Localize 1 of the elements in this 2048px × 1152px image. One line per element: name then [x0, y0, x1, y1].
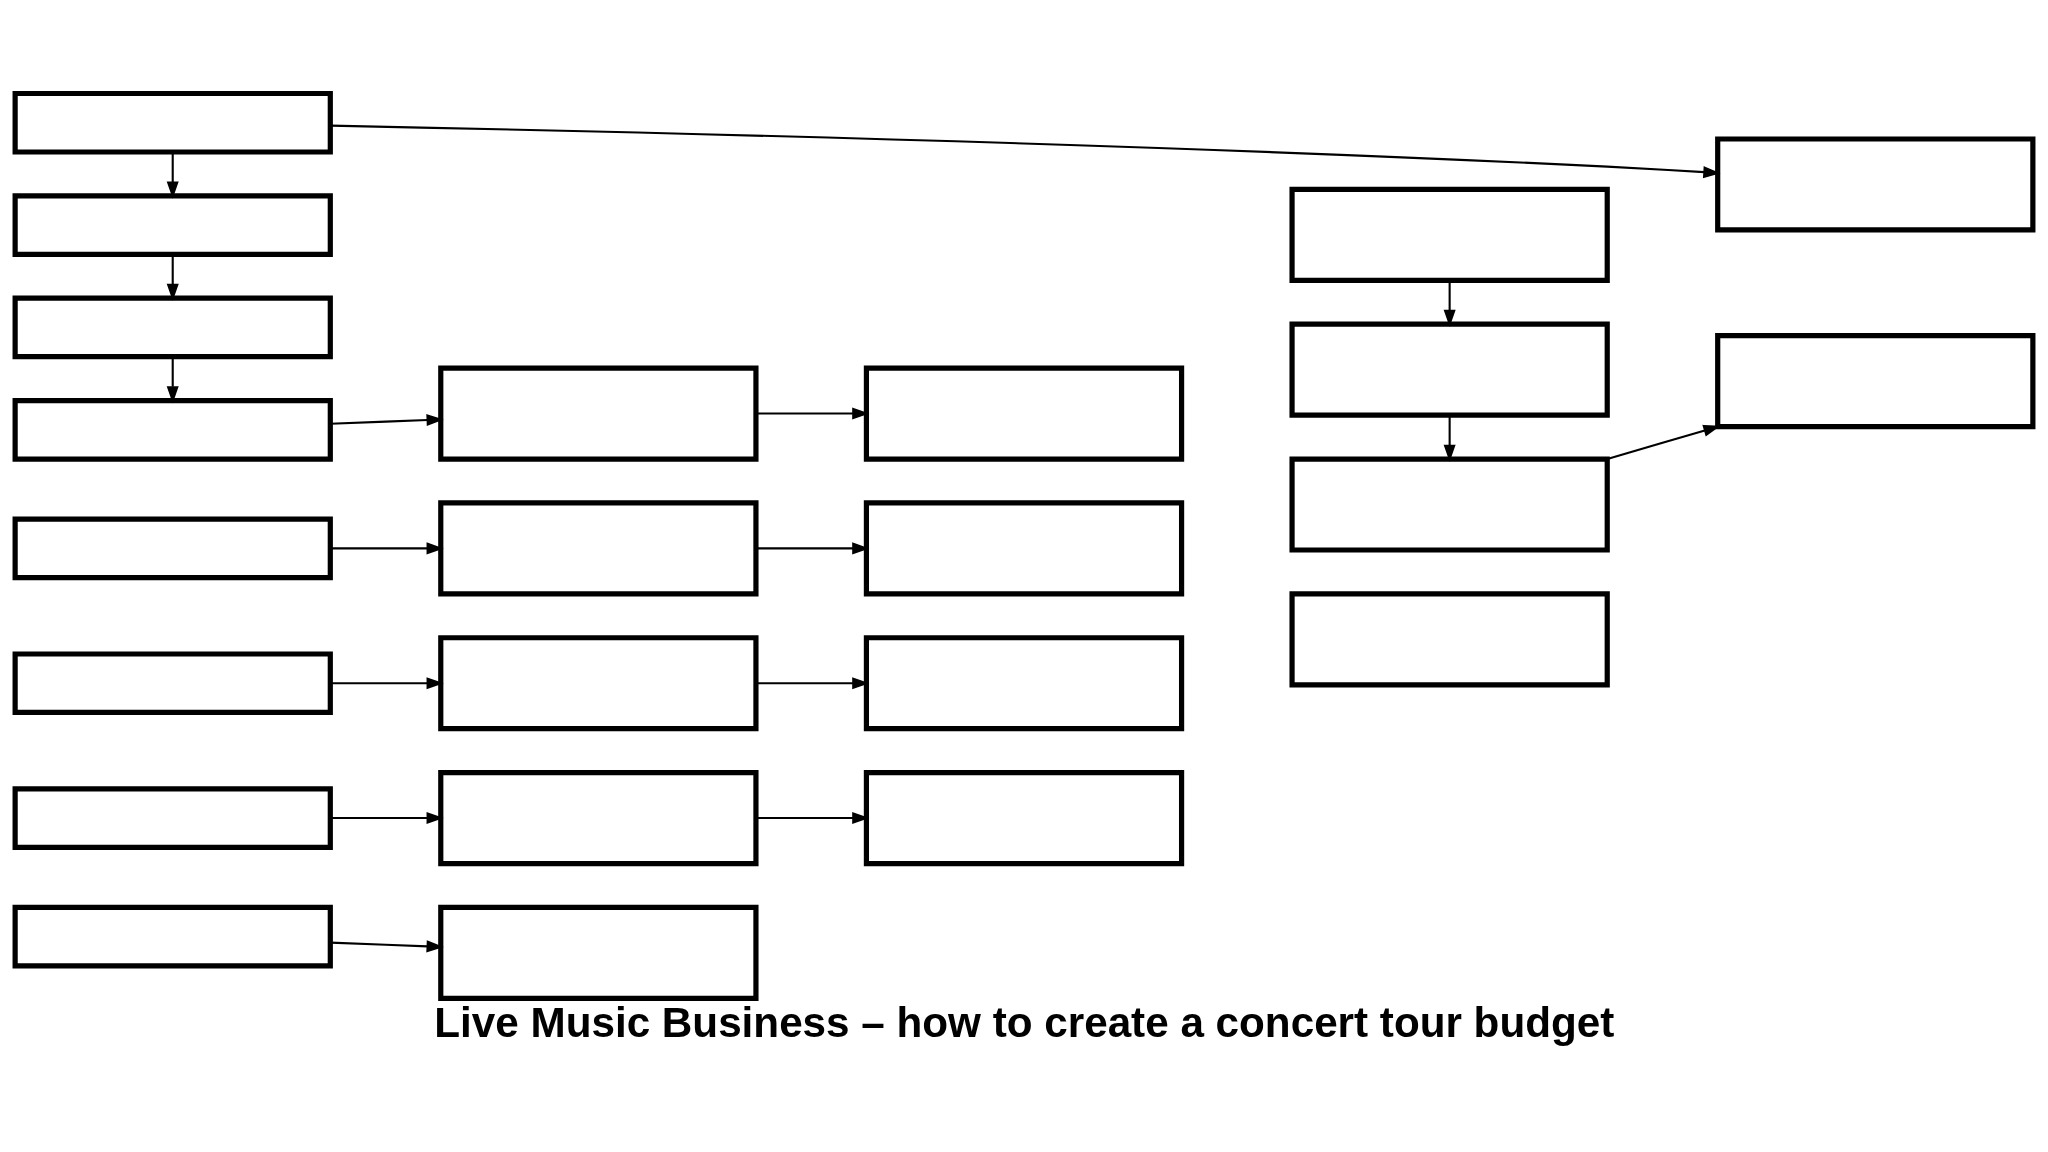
caption: Live Music Business – how to create a concert tour budget — [434, 999, 1615, 1047]
